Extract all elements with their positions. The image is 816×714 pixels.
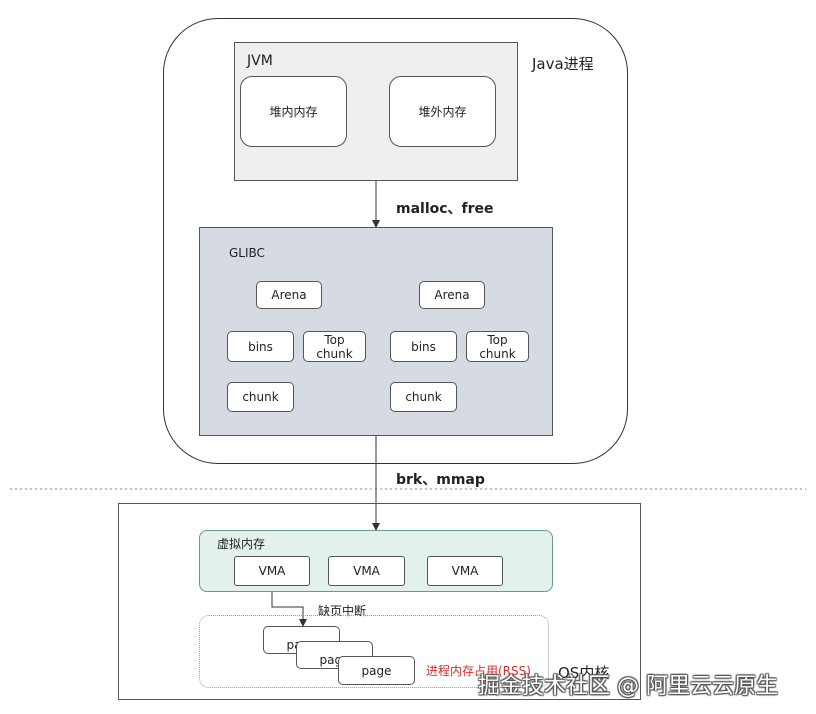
- vma-box: VMA: [427, 556, 503, 586]
- arena-box: Arena: [256, 281, 322, 309]
- top-chunk-box: Top chunk: [466, 331, 529, 362]
- chunk-box: chunk: [390, 382, 457, 412]
- bins-box: bins: [390, 331, 457, 362]
- bins-box: bins: [227, 331, 294, 362]
- offheap-memory-box: 堆外内存: [389, 76, 496, 147]
- watermark-text: 掘金技术社区 @ 阿里云云原生: [478, 674, 778, 699]
- rss-label: 进程内存占用(RSS): [426, 664, 531, 678]
- vma-box: VMA: [234, 556, 310, 586]
- rss-region: [199, 615, 549, 688]
- virtual-memory-label: 虚拟内存: [217, 537, 266, 551]
- chunk-box: chunk: [227, 382, 294, 412]
- page-fault-arrow: [271, 586, 307, 627]
- heap-memory-box: 堆内内存: [240, 76, 347, 147]
- os-kernel-box: [118, 503, 641, 700]
- java-process-label: Java进程: [532, 55, 594, 73]
- brk-mmap-label: brk、mmap: [396, 472, 485, 488]
- malloc-free-label: malloc、free: [396, 201, 494, 217]
- page-box: page: [338, 656, 415, 685]
- vma-box: VMA: [328, 556, 405, 586]
- java-process-box: [163, 18, 628, 464]
- os-kernel-label: OS内核: [558, 664, 610, 682]
- jvm-label: JVM: [247, 53, 273, 69]
- arena-box: Arena: [419, 281, 485, 309]
- glibc-label: GLIBC: [229, 246, 265, 260]
- top-chunk-box: Top chunk: [303, 331, 366, 362]
- page-fault-label: 缺页中断: [318, 604, 367, 618]
